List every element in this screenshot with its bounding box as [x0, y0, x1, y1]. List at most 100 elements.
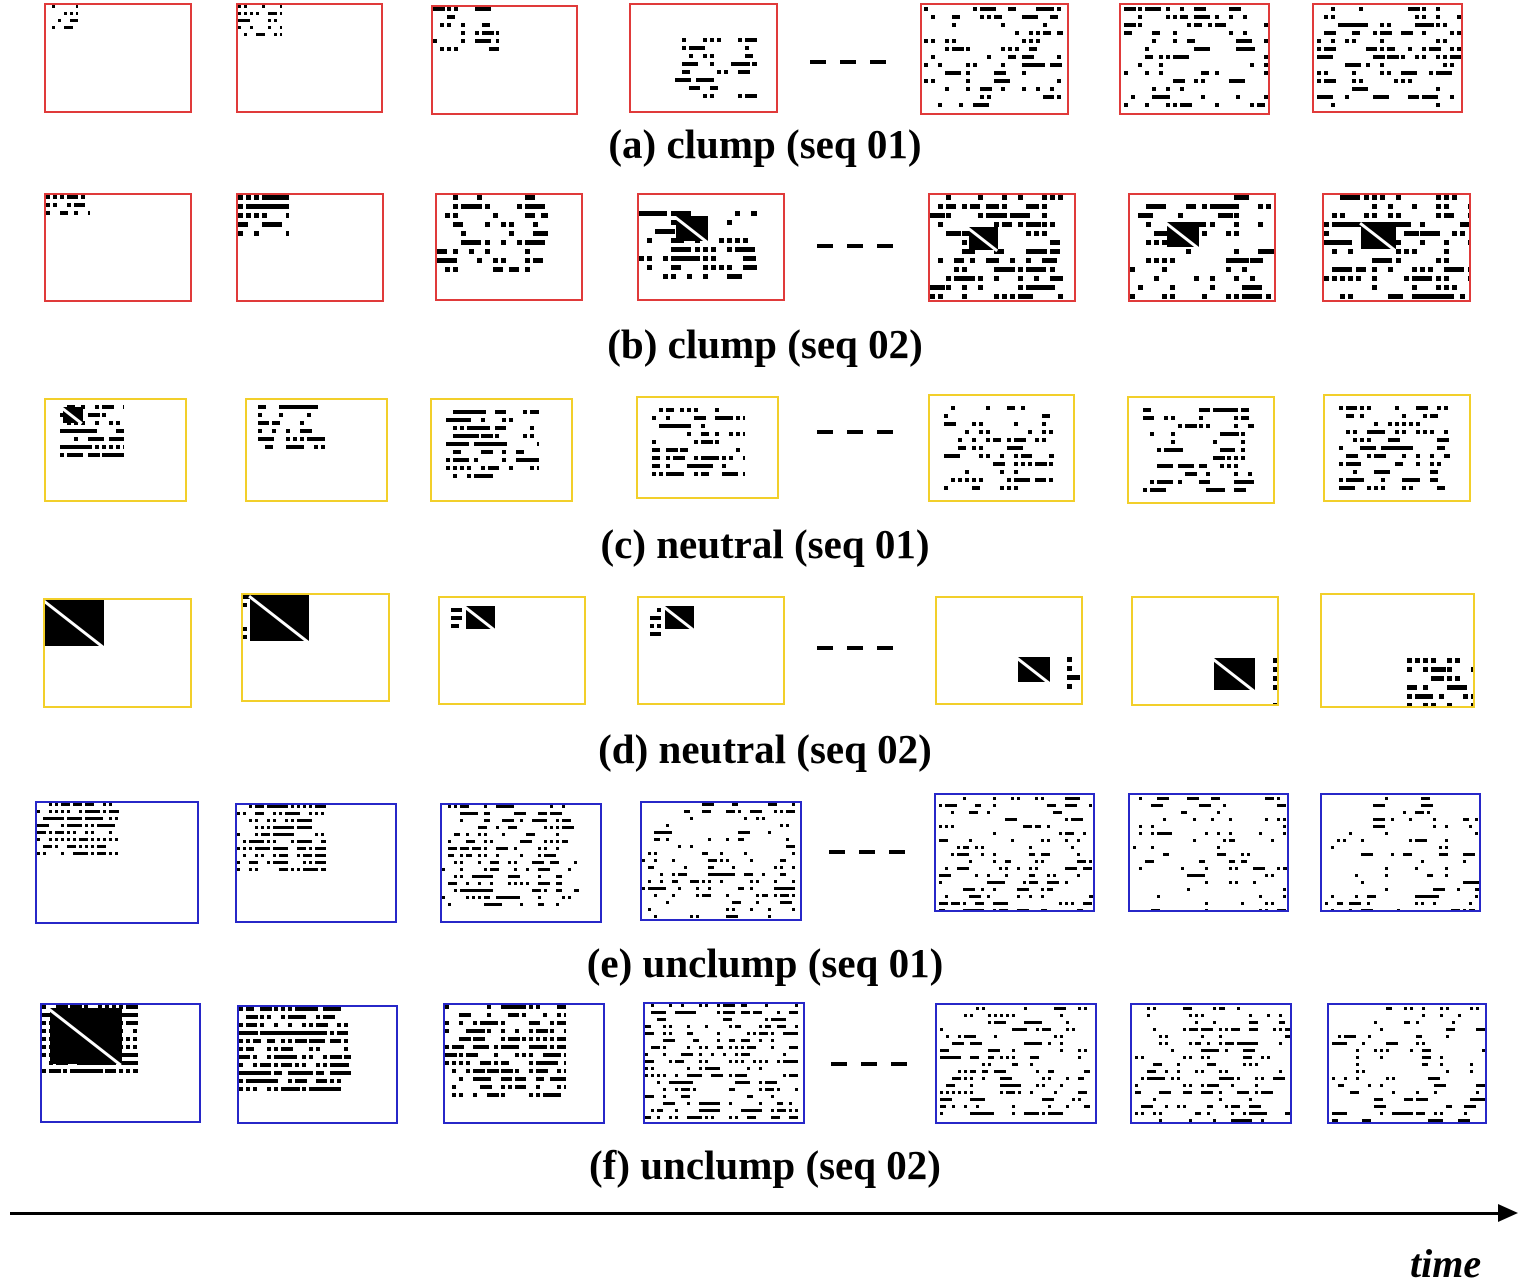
matrix-cell: [97, 817, 103, 820]
matrix-cell: [1422, 1056, 1431, 1059]
matrix-cell: [501, 240, 506, 245]
matrix-cell: [1159, 71, 1163, 75]
matrix-cell: [267, 840, 270, 843]
matrix-cell: [993, 902, 1002, 905]
matrix-cell: [60, 453, 64, 457]
matrix-cell: [1356, 1077, 1359, 1080]
matrix-cell: [751, 211, 757, 216]
matrix-cell: [1457, 15, 1461, 19]
matrix-cell: [1005, 818, 1017, 821]
matrix-cell: [272, 429, 276, 433]
matrix-cell: [710, 62, 714, 66]
matrix-cell: [743, 238, 748, 243]
matrix-cell: [1274, 258, 1275, 263]
matrix-cell: [938, 294, 943, 299]
matrix-cell: [699, 1046, 702, 1049]
matrix-cell: [253, 1063, 257, 1067]
matrix-cell: [952, 1042, 964, 1045]
matrix-cell: [987, 95, 991, 99]
matrix-cell: [1283, 895, 1286, 898]
matrix-cell: [752, 94, 756, 98]
matrix-cell: [1249, 1112, 1258, 1115]
matrix-cell: [1217, 853, 1226, 856]
matrix-cell: [666, 448, 678, 452]
matrix-cell: [1234, 204, 1239, 209]
matrix-cell: [1220, 464, 1224, 468]
matrix-cell: [1380, 1056, 1383, 1059]
matrix-cell: [478, 826, 487, 829]
matrix-cell: [1332, 240, 1352, 245]
matrix-cell: [657, 1046, 660, 1049]
matrix-cell: [1265, 902, 1268, 905]
matrix-cell: [454, 875, 457, 878]
matrix-cell: [1395, 422, 1399, 426]
matrix-cell: [43, 824, 46, 827]
matrix-cell: [994, 258, 999, 263]
matrix-cell: [1225, 1070, 1228, 1073]
matrix-cell: [508, 1069, 512, 1073]
matrix-cell: [1392, 1091, 1395, 1094]
matrix-cell: [1060, 1035, 1063, 1038]
matrix-cell: [1324, 222, 1329, 227]
matrix-cell: [735, 247, 755, 252]
matrix-cell: [1078, 1056, 1081, 1059]
matrix-cell: [1452, 267, 1457, 272]
matrix-cell: [735, 1081, 744, 1084]
matrix-cell: [711, 247, 716, 252]
matrix-cell: [738, 70, 750, 74]
matrix-cell: [1201, 95, 1205, 99]
matrix-cell: [726, 810, 735, 813]
matrix-cell: [678, 845, 681, 848]
matrix-cell: [556, 840, 559, 843]
matrix-cell: [1431, 676, 1441, 681]
matrix-cell: [1021, 454, 1029, 458]
matrix-cell: [1471, 703, 1473, 706]
matrix-cell: [105, 1069, 113, 1073]
matrix-cell: [321, 854, 326, 857]
matrix-cell: [494, 1093, 498, 1097]
matrix-cell: [556, 889, 562, 892]
matrix-cell: [1050, 87, 1054, 91]
matrix-cell: [1035, 797, 1038, 800]
matrix-cell: [478, 833, 481, 836]
matrix-cell: [243, 840, 246, 843]
matrix-cell: [1151, 909, 1160, 910]
matrix-cell: [1430, 454, 1434, 458]
matrix-cell: [972, 486, 980, 490]
matrix-cell: [1060, 1112, 1063, 1115]
matrix-cell: [1352, 23, 1368, 27]
matrix-cell: [774, 894, 777, 897]
matrix-cell: [79, 838, 88, 841]
matrix-cell: [690, 817, 693, 820]
matrix-cell: [1372, 285, 1377, 290]
matrix-cell: [1416, 454, 1420, 458]
matrix-cell: [102, 413, 106, 417]
matrix-cell: [501, 1093, 505, 1097]
matrix-cell: [1273, 676, 1277, 681]
matrix-cell: [481, 466, 485, 470]
matrix-cell: [652, 448, 660, 452]
matrix-cell: [1089, 895, 1093, 898]
matrix-cell: [647, 238, 652, 243]
matrix-cell: [1166, 87, 1170, 91]
matrix-cell: [729, 1074, 732, 1077]
matrix-cell: [293, 437, 297, 441]
matrix-cell: [994, 294, 999, 299]
matrix-cell: [963, 909, 975, 910]
matrix-cell: [684, 810, 690, 813]
matrix-cell: [496, 868, 499, 871]
matrix-cell: [249, 868, 252, 871]
matrix-cell: [1229, 860, 1235, 863]
matrix-cell: [732, 908, 735, 911]
matrix-cell: [1171, 432, 1175, 436]
matrix-cell: [1029, 895, 1032, 898]
matrix-cell: [1178, 213, 1183, 218]
matrix-cell: [1065, 881, 1068, 884]
matrix-cell: [490, 868, 496, 871]
matrix-cell: [478, 896, 481, 899]
matrix-cell: [557, 1037, 566, 1041]
matrix-cell: [274, 33, 277, 36]
matrix-cell: [1367, 406, 1371, 410]
matrix-cell: [1194, 23, 1202, 27]
dash-segment: [870, 60, 886, 64]
